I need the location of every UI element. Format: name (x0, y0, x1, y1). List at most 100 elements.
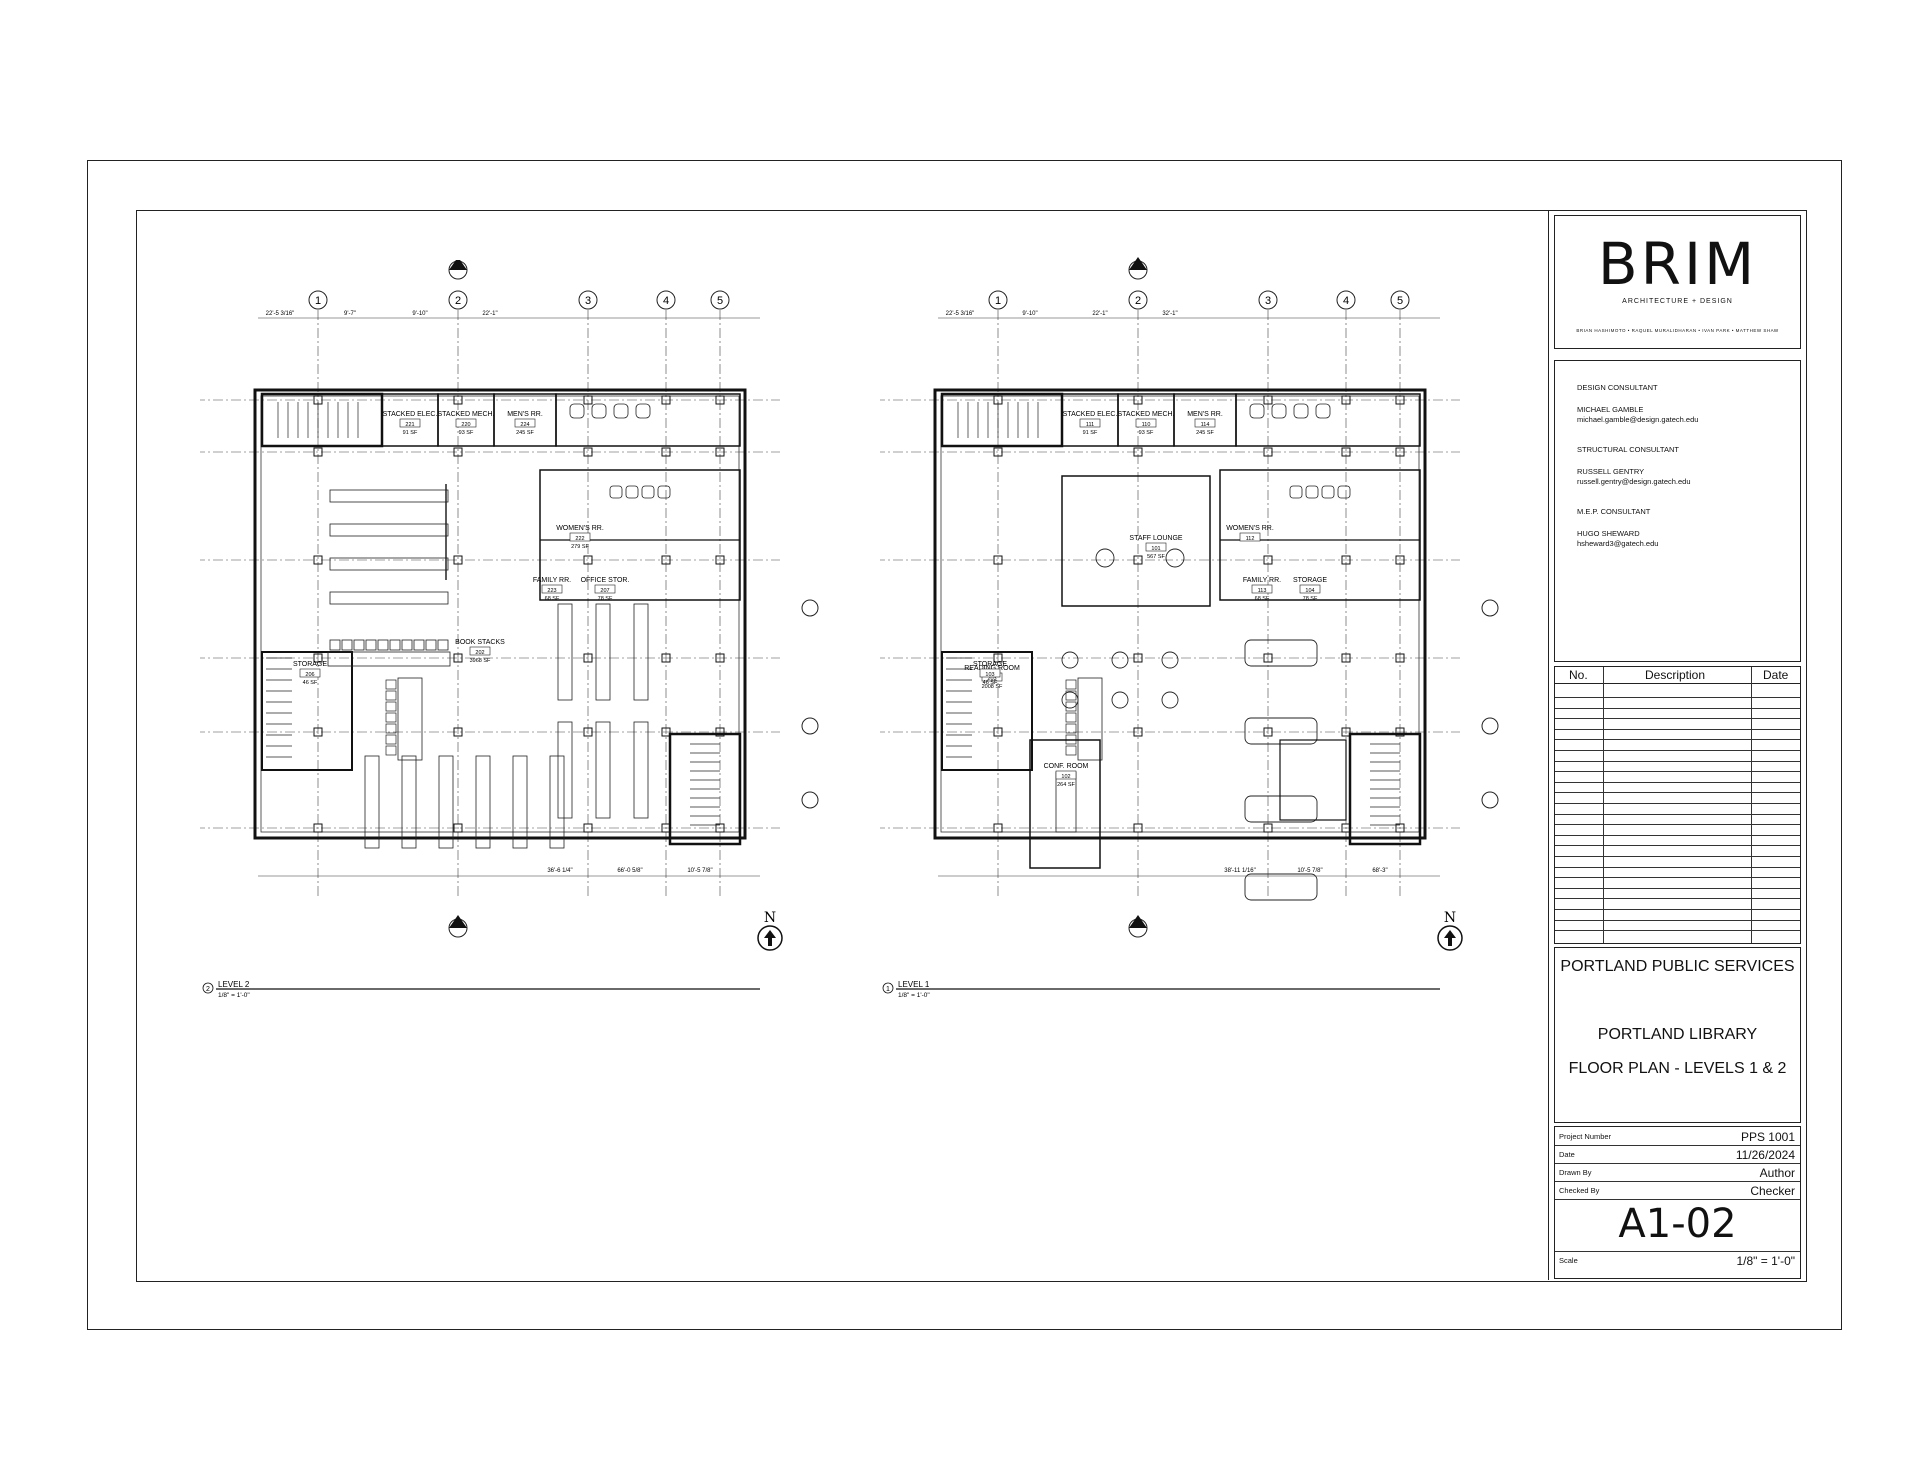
grid-bubble (1336, 290, 1356, 310)
room-wall (555, 393, 741, 447)
table (1055, 771, 1077, 833)
chair (385, 679, 397, 690)
dimension-text: 10'-5 7/8" (687, 868, 712, 874)
revision-row-line (1555, 845, 1800, 847)
room-name: STACKED ELEC. (1063, 411, 1118, 418)
room-wall (1279, 739, 1347, 821)
revision-row-line (1555, 781, 1800, 783)
revision-col-line (1603, 667, 1604, 943)
chair (1065, 701, 1077, 712)
chair (385, 701, 397, 712)
structural-column (313, 447, 323, 457)
structural-column (1395, 447, 1405, 457)
room-tag (514, 418, 536, 428)
room-area: 245 SF (516, 430, 534, 436)
room-number: 102 (1061, 774, 1070, 780)
sheet-number: A1-02 (1618, 1201, 1737, 1247)
grid-bubble (988, 290, 1008, 310)
sheet-border-outer (87, 160, 1842, 1330)
room-number: 104 (1305, 588, 1314, 594)
consultant-name: RUSSELL GENTRY (1577, 467, 1645, 476)
structural-column (1263, 395, 1273, 405)
toilet-fixture (613, 403, 629, 419)
chair (385, 712, 397, 723)
toilet-fixture (635, 403, 651, 419)
view-title: LEVEL 2 (218, 980, 250, 989)
elevation-marker (801, 599, 819, 617)
round-table (1165, 548, 1185, 568)
stair-core (261, 651, 353, 771)
consultant-role: M.E.P. CONSULTANT (1577, 507, 1651, 516)
structural-column (583, 823, 593, 833)
chair (1065, 745, 1077, 756)
structural-column (313, 727, 323, 737)
structural-column (583, 395, 593, 405)
structural-column (313, 823, 323, 833)
project-panel: PORTLAND PUBLIC SERVICES PORTLAND LIBRAR… (1554, 947, 1801, 1123)
room-tag (1145, 542, 1167, 552)
revision-row-line (1555, 728, 1800, 730)
chair (389, 639, 401, 651)
dimension-text: 68'-3" (1372, 868, 1387, 874)
divider (1555, 1251, 1800, 1252)
chair (385, 734, 397, 745)
structural-column (1263, 555, 1273, 565)
structural-column (1133, 653, 1143, 663)
chair (365, 639, 377, 651)
dimension-text: 36'-6 1/4" (547, 868, 572, 874)
room-area: 68 SF (1255, 596, 1270, 602)
dimension-text: 32'-1" (1162, 311, 1177, 317)
grid-bubble (1390, 290, 1410, 310)
room-name: MEN'S RR. (1187, 411, 1223, 418)
book-stack (557, 721, 573, 819)
toilet-fixture (569, 403, 585, 419)
structural-column (993, 555, 1003, 565)
firm-tagline: ARCHITECTURE + DESIGN (1622, 298, 1733, 305)
room-area: 78 SF (598, 596, 613, 602)
chair (329, 639, 341, 651)
round-table (1161, 691, 1179, 709)
structural-column (453, 653, 463, 663)
grid-label: 4 (1343, 295, 1349, 307)
revision-row-line (1555, 887, 1800, 889)
room-tag (399, 418, 421, 428)
grid-label: 2 (455, 295, 461, 307)
view-number: 1 (886, 986, 890, 993)
chair (377, 639, 389, 651)
exterior-wall (253, 388, 747, 840)
room-name: OFFICE STOR. (581, 577, 630, 584)
dimension-text: 22'-5 3/16" (266, 311, 295, 317)
toilet-fixture (1337, 485, 1351, 499)
revision-row-line (1555, 813, 1800, 815)
chair (413, 639, 425, 651)
structural-column (1263, 727, 1273, 737)
structural-column (1133, 727, 1143, 737)
structural-column (583, 555, 593, 565)
room-number: 222 (575, 536, 584, 542)
elevation-marker (1481, 717, 1499, 735)
grid-bubble (1258, 290, 1278, 310)
book-stack (512, 755, 528, 849)
view-number-bubble (882, 982, 894, 994)
grid-bubble (308, 290, 328, 310)
room-area: 567 SF (1147, 554, 1165, 560)
project-name: PORTLAND LIBRARY (1597, 1026, 1758, 1043)
book-stack (595, 721, 611, 819)
dimension-text: 9'-10" (412, 311, 427, 317)
toilet-fixture (1249, 403, 1265, 419)
room-name: STORAGE (1293, 577, 1327, 584)
revision-row-line (1555, 824, 1800, 826)
revision-row-line (1555, 750, 1800, 751)
toilet-fixture (1321, 485, 1335, 499)
room-number: 224 (520, 422, 529, 428)
structural-column (661, 395, 671, 405)
chair (353, 639, 365, 651)
interior-wall-line (260, 395, 740, 833)
rev-col-no: No. (1569, 668, 1588, 682)
chair (1065, 723, 1077, 734)
dimension-text: 22'-1" (1092, 311, 1107, 317)
grid-label: 1 (315, 295, 321, 307)
structural-column (661, 727, 671, 737)
book-stack (401, 755, 417, 849)
